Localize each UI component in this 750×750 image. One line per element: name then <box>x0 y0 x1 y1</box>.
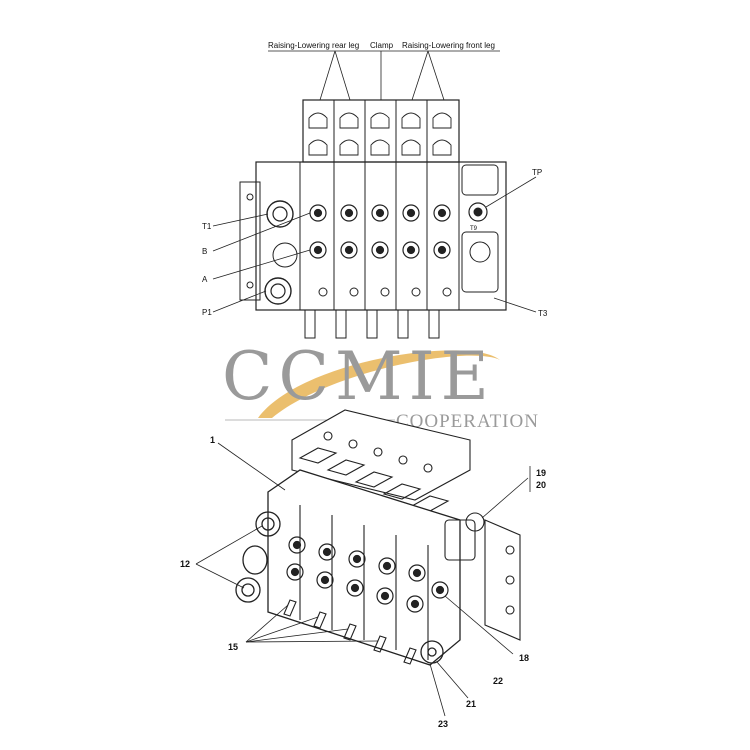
callout-23: 23 <box>438 719 448 729</box>
label-b: B <box>202 247 207 256</box>
iso-valve-body <box>267 469 521 666</box>
ports-b-row <box>309 204 451 222</box>
iso-spool-caps <box>291 409 471 512</box>
watermark-brand: CCMIE <box>222 338 495 415</box>
callout-1: 1 <box>210 435 215 445</box>
iso-ports <box>286 536 449 613</box>
spool-caps <box>302 99 460 163</box>
callout-19: 19 <box>536 468 546 478</box>
label-rear-leg: Raising-Lowering rear leg <box>268 41 359 50</box>
callout-20: 20 <box>536 480 546 490</box>
port-p1 <box>264 277 292 305</box>
watermark-swoosh <box>258 350 500 418</box>
callout-15: 15 <box>228 642 238 652</box>
callout-22: 22 <box>493 676 503 686</box>
label-t9: T9 <box>470 226 478 232</box>
port-tp <box>468 202 488 222</box>
watermark-sub: COOPERATION <box>396 411 539 432</box>
label-p1: P1 <box>202 308 212 317</box>
label-t1: T1 <box>202 222 212 231</box>
callout-21: 21 <box>466 699 476 709</box>
iso-stems <box>283 599 417 665</box>
bottom-fittings <box>318 287 452 297</box>
callout-12: 12 <box>180 559 190 569</box>
port-t1 <box>266 200 294 228</box>
iso-side-ports <box>235 511 281 603</box>
label-a: A <box>202 275 208 284</box>
top-view <box>212 50 537 339</box>
callout-18: 18 <box>519 653 529 663</box>
label-front-leg: Raising-Lowering front leg <box>402 41 495 50</box>
label-tp: TP <box>532 168 542 177</box>
spool-stems <box>304 309 440 339</box>
label-t3: T3 <box>538 309 548 318</box>
iso-view <box>195 409 531 717</box>
label-clamp: Clamp <box>370 41 394 50</box>
iso-bottom-port <box>420 640 444 664</box>
valve-body-top <box>239 161 507 311</box>
watermark: CCMIE COOPERATION <box>222 338 539 432</box>
ports-a-row <box>309 241 451 259</box>
